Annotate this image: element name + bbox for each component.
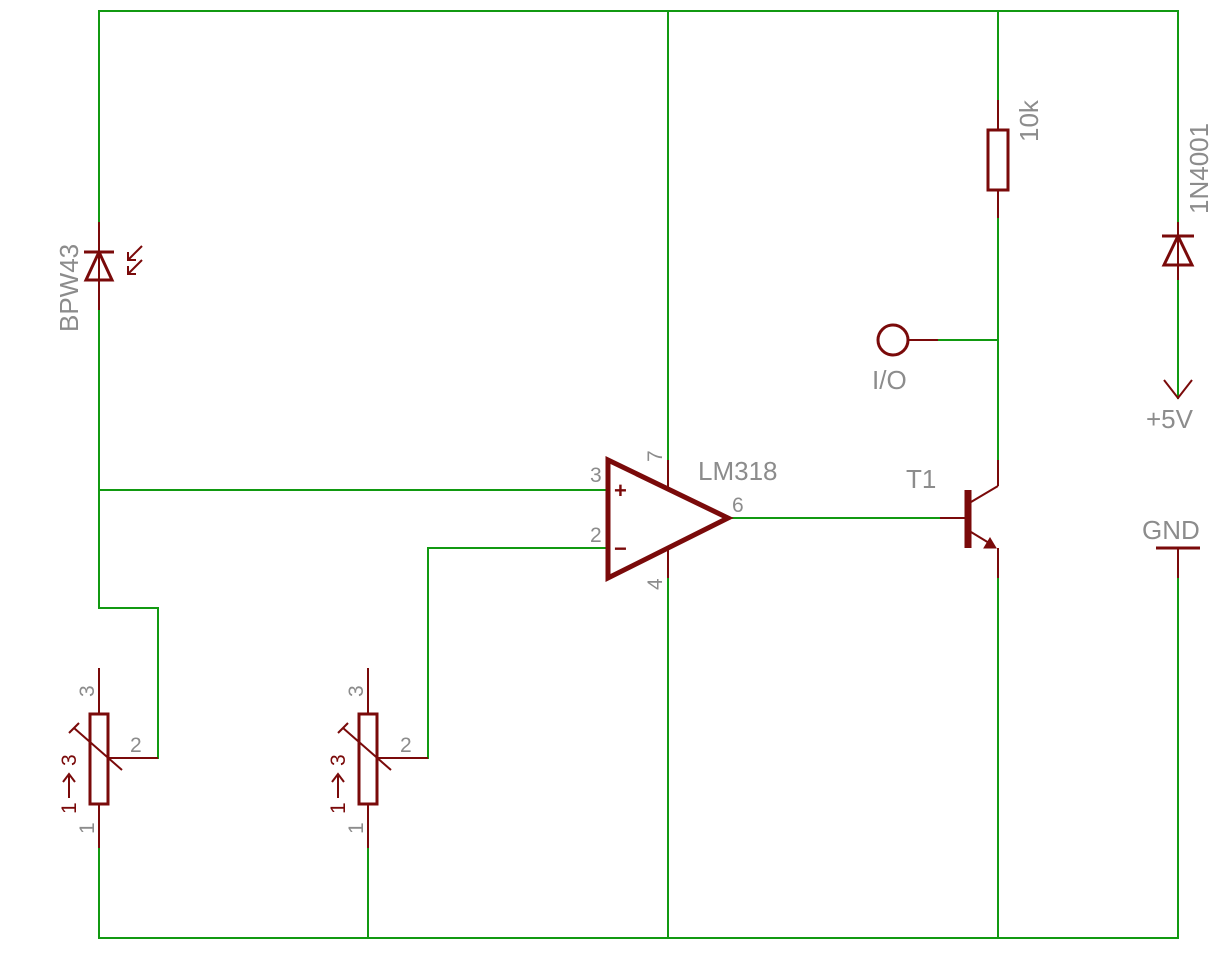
trimpot-mid-pin1: 1 <box>345 822 368 834</box>
light-arrow-icon <box>127 245 143 261</box>
opamp-pin4: 4 <box>644 578 667 590</box>
io-circle-icon <box>876 323 910 357</box>
transistor-t1[interactable]: T1 <box>906 460 999 578</box>
trimpot-left-pin1: 1 <box>76 822 99 834</box>
opamp-label: LM318 <box>698 456 778 486</box>
trimpot-mid-sym-b: 3 <box>327 754 350 766</box>
trimpot-mid-pin2: 2 <box>400 734 412 757</box>
supply-label: +5V <box>1146 404 1194 434</box>
io-label: I/O <box>872 365 907 395</box>
transistor-label: T1 <box>906 464 936 494</box>
trimpot-left-pin2: 2 <box>130 734 142 757</box>
trimpot-mid-pin3: 3 <box>345 685 368 697</box>
opamp-minus-sign: − <box>614 536 627 561</box>
ground[interactable]: GND <box>1142 515 1200 578</box>
resistor-10k[interactable]: 10k <box>986 99 1044 218</box>
adjust-arrow-icon <box>342 727 392 771</box>
supply-arrow-icon <box>1163 379 1193 400</box>
io-terminal[interactable]: I/O <box>872 323 938 395</box>
trimpot-mid[interactable]: 3 2 1 1 3 <box>327 668 428 848</box>
photodiode-label: BPW43 <box>54 244 84 332</box>
light-arrow-icon <box>127 259 143 275</box>
ground-label: GND <box>1142 515 1200 545</box>
diode-label: 1N4001 <box>1184 123 1214 214</box>
trimpot-left-sym-a: 1 <box>58 802 81 814</box>
diode-1n4001[interactable]: 1N4001 <box>1161 123 1214 280</box>
supply-5v[interactable]: +5V <box>1146 379 1194 434</box>
adjust-arrow-icon <box>73 727 123 771</box>
opamp-pin2: 2 <box>590 524 602 547</box>
trimpot-left[interactable]: 3 2 1 1 3 <box>58 668 158 848</box>
trimpot-left-pin3: 3 <box>76 685 99 697</box>
opamp-pin6: 6 <box>732 494 744 517</box>
wires <box>98 10 1179 939</box>
opamp-lm318[interactable]: + − 3 2 7 4 6 LM318 <box>590 450 778 590</box>
opamp-pin3: 3 <box>590 464 602 487</box>
trimpot-left-sym-b: 3 <box>58 754 81 766</box>
photodiode-bpw43[interactable]: BPW43 <box>54 222 143 332</box>
opamp-pin7: 7 <box>644 450 667 462</box>
trimpot-mid-sym-a: 1 <box>327 802 350 814</box>
opamp-plus-sign: + <box>614 478 627 503</box>
resistor-label: 10k <box>1014 99 1044 142</box>
